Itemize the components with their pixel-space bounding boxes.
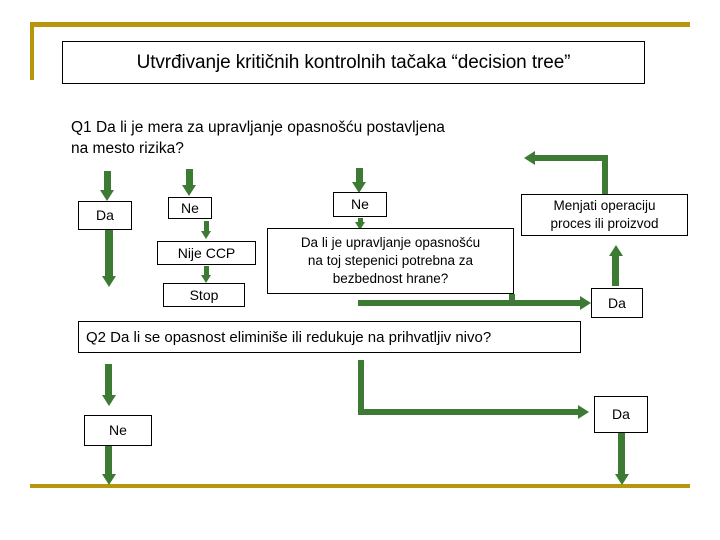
arrowhead-ne-bottom-to-rule [102, 474, 116, 485]
node-ne-bottom[interactable]: Ne [84, 415, 152, 446]
node-nije-ccp[interactable]: Nije CCP [157, 241, 256, 265]
connector-q1-to-da [104, 171, 111, 191]
connector-row-to-damidright [358, 300, 582, 306]
node-stop[interactable]: Stop [163, 283, 245, 307]
arrowhead-q2-to-ne-bottom [102, 395, 116, 406]
arrowhead-da-bottom-to-rule [615, 474, 629, 485]
arrowhead-da-to-q2 [102, 276, 116, 287]
node-stop-label: Stop [189, 286, 219, 303]
node-menjati-operaciju[interactable]: Menjati operaciju proces ili proizvod [521, 194, 688, 236]
node-ne-right-label: Ne [351, 196, 369, 212]
slide-title-text: Utvrđivanje kritičnih kontrolnih tačaka … [136, 51, 571, 73]
connector-menjati-up-segment [602, 155, 608, 195]
gold-bottom-rule [30, 484, 690, 488]
arrowhead-ne-to-nijeccp [201, 231, 211, 239]
node-question-line-1: Da li je upravljanje opasnošću [300, 235, 481, 250]
arrowhead-nijeccp-to-stop [201, 275, 211, 283]
node-menjati-line-1: Menjati operaciju [553, 198, 656, 213]
node-question-line-3: bezbednost hrane? [332, 271, 449, 286]
node-da-mid-right[interactable]: Da [591, 288, 643, 318]
gold-top-rule [30, 22, 690, 27]
connector-q2-elbow-horizontal [358, 409, 580, 415]
connector-q2-to-ne-bottom [105, 364, 112, 397]
node-ne-right[interactable]: Ne [333, 192, 387, 217]
arrowhead-q1-to-da [100, 190, 114, 201]
connector-ne-bottom-to-rule [105, 446, 112, 476]
arrowhead-feedback-to-q1 [524, 151, 535, 165]
node-question-2[interactable]: Q2 Da li se opasnost eliminiše ili reduk… [78, 321, 581, 353]
arrowhead-q1-to-ne [182, 185, 196, 196]
connector-menjati-left-segment [535, 155, 608, 161]
connector-da-bottom-to-rule [618, 433, 625, 477]
connector-da-to-q2 [105, 230, 113, 278]
node-ne-bottom-label: Ne [109, 422, 127, 438]
connector-nijeccp-to-stop [204, 266, 209, 277]
connector-q1-to-ne [186, 169, 193, 186]
connector-q2-elbow-vertical [358, 360, 364, 415]
node-da-bottom[interactable]: Da [594, 396, 648, 433]
node-question-2-label: Q2 Da li se opasnost eliminiše ili reduk… [86, 328, 492, 346]
slide-title-box: Utvrđivanje kritičnih kontrolnih tačaka … [62, 41, 645, 84]
node-question-line-2: na toj stepenici potrebna za [307, 253, 474, 268]
node-menjati-line-2: proces ili proizvod [550, 216, 659, 231]
question-1-text: Q1 Da li je mera za upravljanje opasnošć… [71, 117, 591, 159]
node-ne-middle-label: Ne [181, 199, 199, 216]
node-da-bottom-label: Da [612, 406, 630, 422]
connector-question-to-q2 [509, 294, 515, 302]
node-da-mid-right-label: Da [608, 294, 626, 311]
question-1-line-2: na mesto rizika? [71, 140, 184, 157]
node-ne-middle[interactable]: Ne [168, 197, 212, 219]
arrowhead-neright-to-question [355, 222, 365, 230]
connector-damidright-to-menjati [612, 255, 619, 286]
connector-q1-to-ne-right [356, 168, 363, 184]
node-question-hazard-control[interactable]: Da li je upravljanje opasnošću na toj st… [267, 228, 514, 294]
gold-left-rule [30, 22, 34, 80]
arrowhead-damidright-to-menjati [609, 245, 623, 256]
connector-ne-to-nijeccp [204, 221, 209, 233]
node-da-top-label: Da [96, 207, 114, 223]
question-1-line-1: Q1 Da li je mera za upravljanje opasnošć… [71, 119, 445, 136]
node-nije-ccp-label: Nije CCP [177, 244, 236, 261]
arrowhead-q1-to-ne-right [352, 182, 366, 193]
arrowhead-q2-to-da-bottom [578, 405, 589, 419]
arrowhead-row-to-damidright [580, 296, 591, 310]
connector-neright-to-question [358, 218, 363, 225]
node-da-top[interactable]: Da [78, 201, 132, 230]
